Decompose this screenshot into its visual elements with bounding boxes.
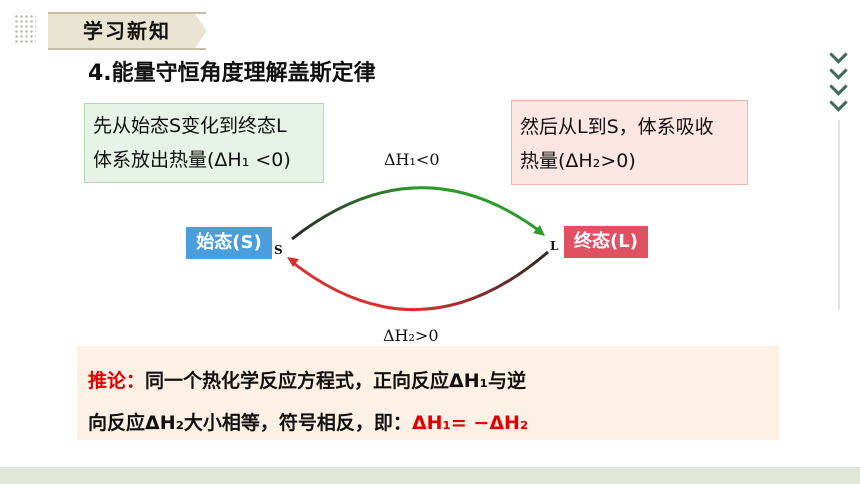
page-title: 4.能量守恒角度理解盖斯定律 bbox=[88, 61, 376, 86]
forward-arrowhead bbox=[533, 225, 545, 236]
endothermic-line-2: 热量(ΔH₂>0) bbox=[520, 150, 636, 172]
end-state-label: 终态(L) bbox=[564, 226, 648, 258]
divider bbox=[838, 120, 840, 310]
start-state-label: 始态(S) bbox=[186, 227, 272, 259]
conclusion-formula: ΔH₁= −ΔH₂ bbox=[411, 412, 529, 434]
conclusion-line-2: 向反应ΔH₂大小相等，符号相反，即：ΔH₁= −ΔH₂ bbox=[88, 408, 528, 435]
reverse-enthalpy-label: ΔH₂>0 bbox=[383, 326, 439, 345]
dot-grid-icon bbox=[14, 14, 36, 44]
exothermic-line-2: 体系放出热量(ΔH₁ <0) bbox=[93, 149, 291, 171]
conclusion-text-1: 同一个热化学反应方程式，正向反应ΔH₁与逆 bbox=[145, 370, 526, 392]
reverse-arrow bbox=[291, 250, 549, 311]
forward-arrow bbox=[291, 186, 542, 241]
exothermic-line-1: 先从始态S变化到终态L bbox=[93, 115, 287, 137]
end-state-letter: L bbox=[550, 239, 559, 253]
start-state-letter: S bbox=[274, 243, 283, 257]
reverse-arrowhead bbox=[287, 257, 299, 267]
section-tag: 学习新知 bbox=[48, 12, 207, 50]
conclusion-panel bbox=[77, 346, 779, 440]
conclusion-text-2: 向反应ΔH₂大小相等，符号相反，即： bbox=[88, 412, 412, 434]
endothermic-note: 然后从L到S，体系吸收 热量(ΔH₂>0) bbox=[511, 100, 748, 185]
conclusion-prefix: 推论： bbox=[88, 370, 146, 392]
conclusion-line-1: 推论：同一个热化学反应方程式，正向反应ΔH₁与逆 bbox=[88, 366, 526, 393]
forward-enthalpy-label: ΔH₁<0 bbox=[384, 150, 440, 169]
endothermic-line-1: 然后从L到S，体系吸收 bbox=[520, 116, 714, 138]
exothermic-note: 先从始态S变化到终态L 体系放出热量(ΔH₁ <0) bbox=[84, 103, 324, 183]
footer-bar bbox=[0, 467, 860, 484]
